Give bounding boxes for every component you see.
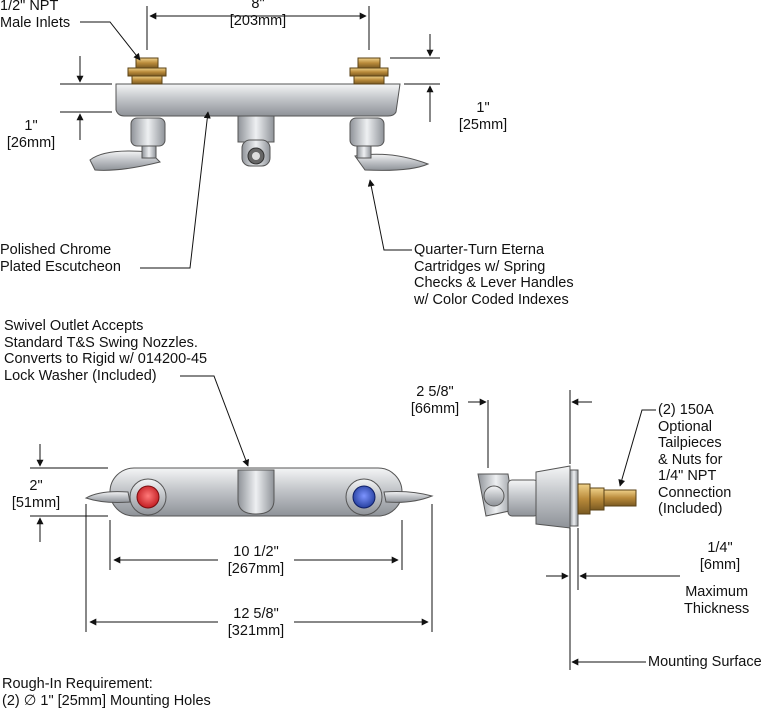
center-swivel <box>237 115 275 167</box>
top-view <box>60 6 440 269</box>
dim-top-right-height: 1" [25mm] <box>458 100 508 133</box>
swivel-outlet <box>237 469 275 515</box>
npt-inlet-label: 1/2" NPT Male Inlets <box>0 0 70 31</box>
npt-inlet-line-2: Male Inlets <box>0 14 71 31</box>
escutcheon-top <box>115 83 401 117</box>
npt-inlet-line-1: 1/2" NPT <box>0 0 59 14</box>
dim-center: 8" [203mm] <box>229 0 287 29</box>
left-inlet <box>127 57 167 85</box>
dim-side-depth: 2 5/8" [66mm] <box>410 384 460 417</box>
dim-width-overall: 12 5/8" [321mm] <box>218 606 294 640</box>
rough-in-label: Rough-In Requirement: (2) ∅ 1" [25mm] Mo… <box>2 676 211 709</box>
hot-index-icon <box>136 485 160 509</box>
right-inlet <box>349 57 389 85</box>
mounting-surface-label: Mounting Surface <box>648 654 762 670</box>
left-lever-handle <box>84 491 131 503</box>
dim-body-height: 2" [51mm] <box>11 478 61 511</box>
side-view <box>468 390 680 670</box>
cold-index-icon <box>352 485 376 509</box>
front-view <box>30 375 434 632</box>
tailpieces-label: (2) 150A Optional Tailpieces & Nuts for … <box>658 402 732 517</box>
swivel-outlet-label: Swivel Outlet Accepts Standard T&S Swing… <box>4 318 208 384</box>
cartridges-label: Quarter-Turn Eterna Cartridges w/ Spring… <box>414 242 574 308</box>
escutcheon-label: Polished Chrome Plated Escutcheon <box>0 242 121 275</box>
right-valve <box>349 117 430 171</box>
left-valve <box>89 117 166 171</box>
dim-thickness: 1/4" [6mm] <box>699 540 741 573</box>
dim-width-inner: 10 1/2" [267mm] <box>218 544 294 578</box>
right-lever-handle <box>383 491 434 503</box>
tailpiece <box>577 483 591 515</box>
max-thickness-label: Maximum Thickness <box>684 584 750 617</box>
dim-top-left-height: 1" [26mm] <box>6 118 56 151</box>
